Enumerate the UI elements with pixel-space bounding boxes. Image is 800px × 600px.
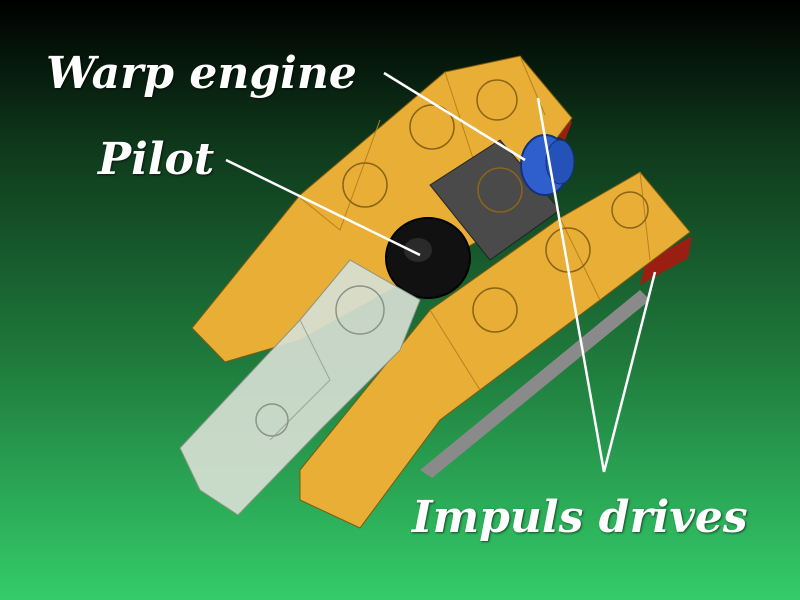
leader-lines [225,71,657,473]
center-block [429,139,561,261]
impulse-drive-lower [640,236,692,285]
warp-engine-label: Warp engine [46,48,357,99]
canopy [179,259,421,516]
impuls-drives-label: Impuls drives [412,492,748,543]
lower-wing [299,171,691,529]
hull-underside [420,290,650,478]
hull-studs [342,79,649,333]
pilot-label: Pilot [98,134,215,185]
upper-wing [191,55,573,363]
